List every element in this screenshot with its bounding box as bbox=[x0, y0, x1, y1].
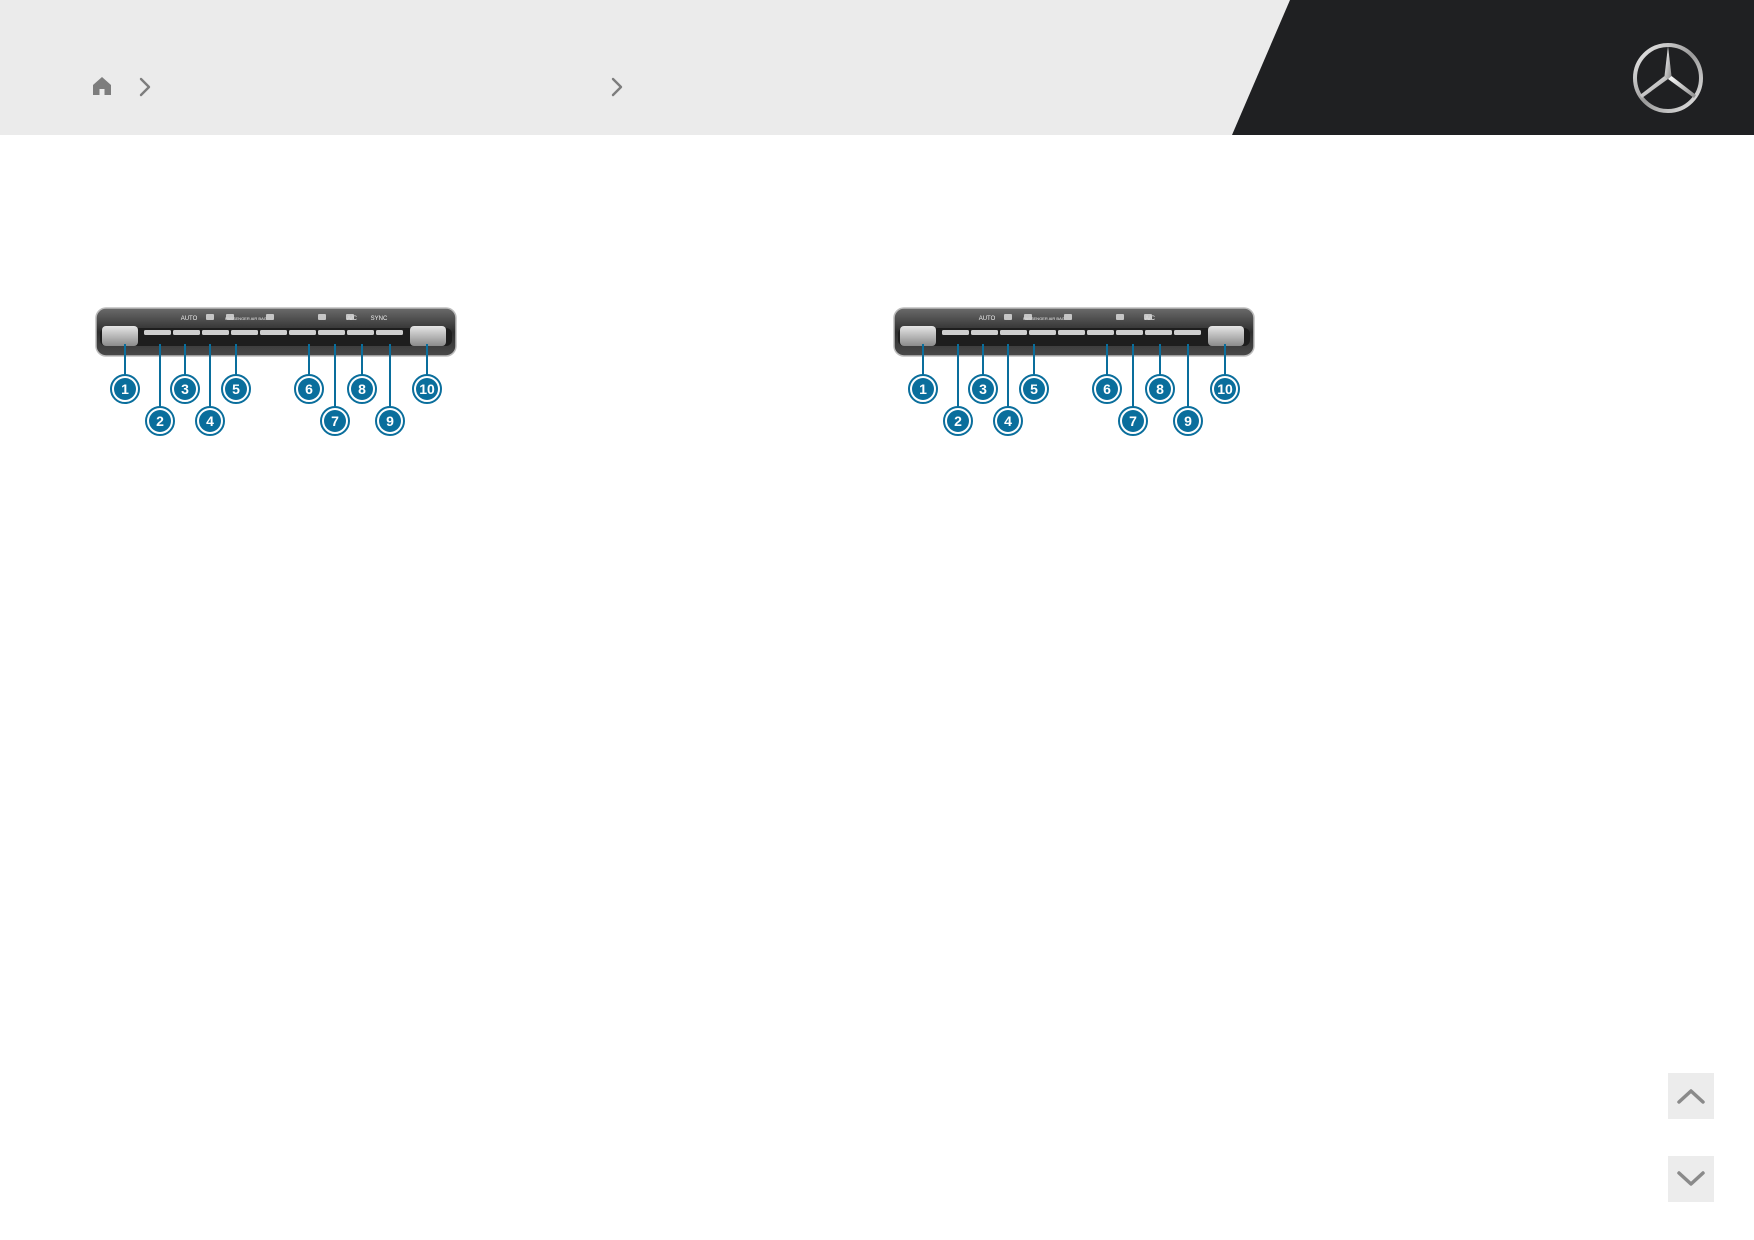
callout-marker bbox=[351, 378, 373, 400]
callout-marker bbox=[1214, 378, 1236, 400]
panel-button bbox=[1145, 330, 1172, 335]
panel-symbol-icon bbox=[206, 314, 214, 320]
callout-number: 5 bbox=[232, 381, 240, 397]
temperature-knob-left bbox=[102, 326, 138, 346]
panel-button bbox=[347, 330, 374, 335]
panel-button bbox=[144, 330, 171, 335]
panel-button bbox=[942, 330, 969, 335]
callout-number: 1 bbox=[121, 381, 129, 397]
chevron-down-icon bbox=[1677, 1171, 1705, 1186]
callout-marker bbox=[1149, 378, 1171, 400]
panel-symbol-icon bbox=[1004, 314, 1012, 320]
panel-symbol-icon bbox=[318, 314, 326, 320]
callout-number: 8 bbox=[358, 381, 366, 397]
panel-button-label: PASSENGER AIR BAG bbox=[225, 316, 267, 321]
callout-number: 5 bbox=[1030, 381, 1038, 397]
callout-number: 9 bbox=[1184, 413, 1192, 429]
callout-number: 6 bbox=[305, 381, 313, 397]
callout-marker bbox=[912, 378, 934, 400]
panel-button bbox=[318, 330, 345, 335]
callout-number: 4 bbox=[206, 413, 214, 429]
panel-button bbox=[260, 330, 287, 335]
panel-symbol-icon bbox=[1144, 314, 1152, 320]
chevron-up-icon bbox=[1677, 1089, 1705, 1104]
panel-button-label: AUTO bbox=[979, 316, 996, 322]
callout-marker bbox=[199, 410, 221, 432]
panel-symbol-icon bbox=[266, 314, 274, 320]
panel-symbol-icon bbox=[1024, 314, 1032, 320]
header-bar bbox=[0, 0, 1754, 135]
callout-marker bbox=[225, 378, 247, 400]
panel-button bbox=[202, 330, 229, 335]
callout-number: 8 bbox=[1156, 381, 1164, 397]
panel-button bbox=[231, 330, 258, 335]
callout-number: 3 bbox=[979, 381, 987, 397]
callout-number: 9 bbox=[386, 413, 394, 429]
callout-number: 6 bbox=[1103, 381, 1111, 397]
callout-marker bbox=[1023, 378, 1045, 400]
panel-button bbox=[1029, 330, 1056, 335]
callout-number: 1 bbox=[919, 381, 927, 397]
panel-symbol-icon bbox=[226, 314, 234, 320]
panel-button bbox=[1058, 330, 1085, 335]
callout-marker bbox=[174, 378, 196, 400]
callout-marker bbox=[1177, 410, 1199, 432]
callout-number: 2 bbox=[156, 413, 164, 429]
callout-number: 4 bbox=[1004, 413, 1012, 429]
panel-symbol-icon bbox=[1064, 314, 1072, 320]
callout-marker bbox=[416, 378, 438, 400]
panel-button bbox=[1087, 330, 1114, 335]
panel-button-label: SYNC bbox=[371, 316, 388, 322]
callout-number: 3 bbox=[181, 381, 189, 397]
panel-button bbox=[1116, 330, 1143, 335]
panel-button bbox=[1174, 330, 1201, 335]
callout-marker bbox=[114, 378, 136, 400]
panel-button bbox=[971, 330, 998, 335]
panel-symbol-icon bbox=[346, 314, 354, 320]
callout-number: 7 bbox=[1129, 413, 1137, 429]
callout-number: 10 bbox=[1217, 381, 1233, 397]
callout-number: 7 bbox=[331, 413, 339, 429]
chevron-right-icon bbox=[136, 74, 154, 100]
callout-marker bbox=[149, 410, 171, 432]
panel-button bbox=[1000, 330, 1027, 335]
callout-number: 2 bbox=[954, 413, 962, 429]
panel-button-label: AUTO bbox=[181, 316, 198, 322]
panel-button bbox=[173, 330, 200, 335]
callout-marker bbox=[972, 378, 994, 400]
temperature-knob-right bbox=[1208, 326, 1244, 346]
mercedes-star-logo[interactable] bbox=[1630, 40, 1706, 116]
panel-button bbox=[289, 330, 316, 335]
callout-number: 10 bbox=[419, 381, 435, 397]
panel-symbol-icon bbox=[1116, 314, 1124, 320]
header-dark-panel bbox=[1232, 0, 1754, 135]
scroll-up-button[interactable] bbox=[1668, 1073, 1714, 1119]
home-icon[interactable] bbox=[88, 72, 116, 100]
panel-button bbox=[376, 330, 403, 335]
callout-marker bbox=[298, 378, 320, 400]
temperature-knob-left bbox=[900, 326, 936, 346]
callout-marker bbox=[324, 410, 346, 432]
temperature-knob-right bbox=[410, 326, 446, 346]
chevron-right-icon bbox=[608, 74, 626, 100]
callout-marker bbox=[1096, 378, 1118, 400]
panel-button-label: PASSENGER AIR BAG bbox=[1023, 316, 1065, 321]
callout-marker bbox=[1122, 410, 1144, 432]
callout-marker bbox=[997, 410, 1019, 432]
scroll-down-button[interactable] bbox=[1668, 1156, 1714, 1202]
callout-marker bbox=[379, 410, 401, 432]
callout-marker bbox=[947, 410, 969, 432]
